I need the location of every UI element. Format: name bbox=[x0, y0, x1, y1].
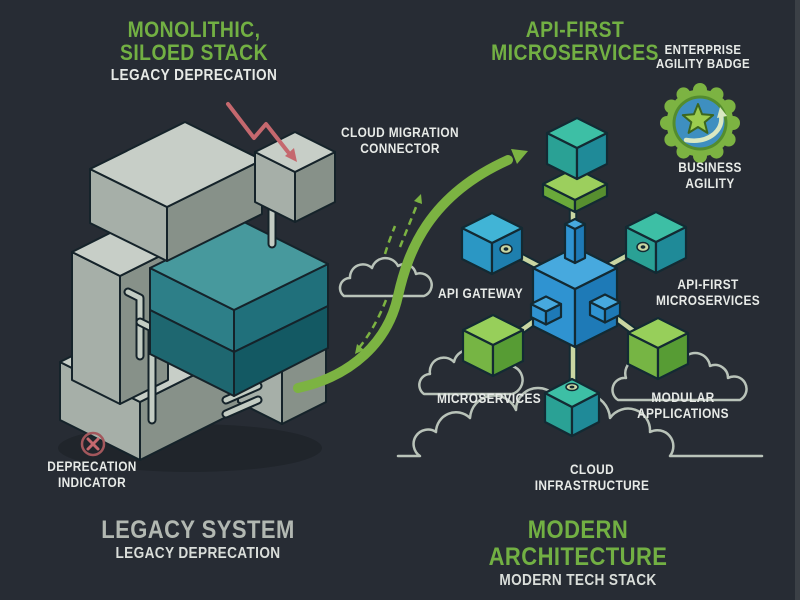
dashed-up-arrow-icon bbox=[383, 194, 422, 255]
legacy-footer-title: LEGACY SYSTEM bbox=[101, 516, 295, 544]
modern-footer-title: MODERN ARCHITECTURE bbox=[488, 516, 668, 571]
cloud-migration-label: CLOUD MIGRATION CONNECTOR bbox=[341, 125, 459, 156]
modern-title: API-FIRST MICROSERVICES bbox=[425, 18, 725, 64]
badge-star-icon bbox=[681, 103, 715, 134]
cloud-infrastructure-icon bbox=[396, 386, 764, 458]
modern-footer-subtitle: MODERN TECH STACK bbox=[499, 572, 657, 589]
microservices-cube-icon bbox=[461, 313, 525, 378]
modern-title-line1: API-FIRST bbox=[525, 17, 625, 42]
deprecation-x-icon bbox=[80, 431, 106, 457]
deprecation-indicator-label: DEPRECATION INDICATOR bbox=[47, 459, 137, 490]
monolith-stack-illustration bbox=[58, 121, 336, 472]
legacy-title-line1: MONOLITHIC, bbox=[127, 17, 261, 42]
cloud-infrastructure-label: CLOUD INFRASTRUCTURE bbox=[534, 462, 650, 493]
central-hub-cube-icon bbox=[529, 217, 622, 349]
screen-edge-strip bbox=[795, 0, 800, 600]
legacy-footer: LEGACY SYSTEM LEGACY DEPRECATION bbox=[48, 517, 348, 563]
cloud-cube-icon bbox=[543, 377, 601, 438]
api-first-cube-icon bbox=[624, 210, 688, 275]
legacy-footer-subtitle: LEGACY DEPRECATION bbox=[115, 545, 281, 562]
business-agility-caption: BUSINESS AGILITY bbox=[678, 160, 742, 191]
decline-arrow-icon bbox=[226, 102, 297, 162]
top-cube-icon bbox=[541, 116, 609, 214]
legacy-title: MONOLITHIC, SILOED STACK LEGACY DEPRECAT… bbox=[44, 18, 344, 85]
migration-cloud-icon bbox=[338, 256, 433, 298]
business-agility-badge-icon bbox=[660, 83, 740, 163]
modern-footer: MODERN ARCHITECTURE MODERN TECH STACK bbox=[428, 517, 728, 590]
dashed-down-arrow-icon bbox=[355, 299, 388, 354]
enterprise-badge-label: ENTERPRISE AGILITY BADGE bbox=[656, 42, 750, 71]
modular-applications-label: MODULAR APPLICATIONS bbox=[637, 390, 729, 421]
modern-title-line2: MICROSERVICES bbox=[491, 40, 659, 65]
legacy-subtitle: LEGACY DEPRECATION bbox=[110, 67, 278, 84]
legacy-title-line2: SILOED STACK bbox=[120, 40, 268, 65]
migration-arrow-icon bbox=[293, 149, 528, 393]
api-gateway-label: API GATEWAY bbox=[437, 286, 524, 301]
modular-cube-icon bbox=[626, 316, 690, 381]
api-first-label: API-FIRST MICROSERVICES bbox=[655, 277, 761, 308]
api-gateway-cube-icon bbox=[460, 211, 524, 276]
microservices-label: MICROSERVICES bbox=[436, 391, 542, 406]
